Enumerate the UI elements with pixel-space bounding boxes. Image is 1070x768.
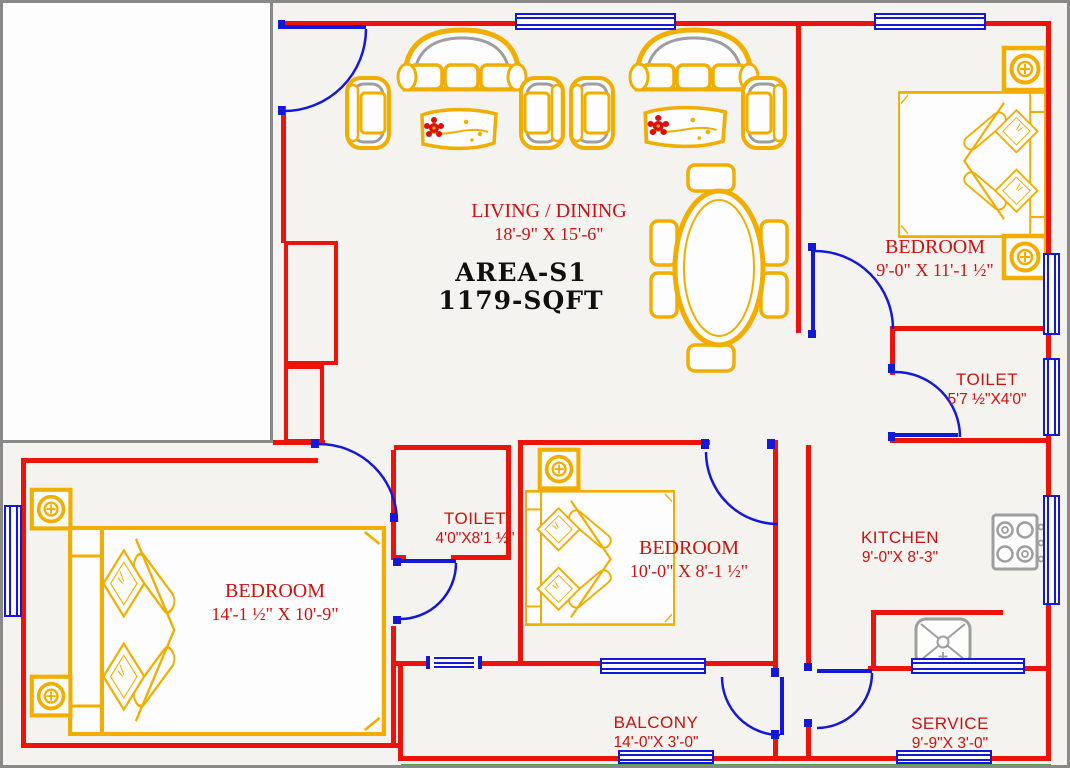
room-dims: 14'-0"X 3'-0" [613, 734, 699, 751]
room-name: BEDROOM [224, 580, 326, 602]
room-dims: 5'7 ½"X4'0" [947, 391, 1027, 408]
room-name: TOILET [955, 370, 1019, 389]
window [600, 658, 706, 674]
wall-segment [398, 661, 403, 761]
wall-segment [806, 445, 811, 671]
room-name: BALCONY [613, 713, 699, 732]
furniture-layer [3, 3, 1070, 768]
wall-segment [391, 450, 396, 560]
area-sqft: 1179-SQFT [438, 286, 604, 315]
room-label-kitchen: KITCHEN 9'-0"X 8'-3" [861, 527, 939, 567]
room-dims: 10'-0" X 8'-1 ½" [629, 561, 749, 581]
wall-segment [704, 661, 775, 666]
room-label-living-dining: LIVING / DINING 18'-9" X 15'-6" [471, 199, 627, 246]
window [1043, 495, 1060, 605]
wall-segment [773, 735, 778, 759]
room-dims: 4'0"X8'1 ½" [435, 530, 515, 547]
window [896, 750, 992, 764]
room-label-bedroom-2: BEDROOM 10'-0" X 8'-1 ½" [630, 536, 748, 583]
door-jambs [278, 20, 895, 739]
door-layer [278, 20, 962, 739]
wall-segment [21, 743, 398, 748]
room-name: TOILET [443, 509, 507, 528]
outside-area [3, 3, 273, 443]
window [1043, 358, 1060, 436]
wall-segment [871, 610, 876, 668]
room-name: BEDROOM [638, 537, 740, 559]
grass-strip [401, 764, 1051, 765]
window [515, 13, 676, 30]
room-dims: 9'-0"X 8'-3" [861, 549, 939, 566]
wall-segment [481, 661, 602, 666]
room-label-bedroom-1: BEDROOM 9'-0" X 11'-1 ½" [876, 235, 994, 282]
room-label-service: SERVICE 9'-9"X 3'-0" [911, 713, 989, 753]
wall-segment [21, 460, 26, 748]
room-name: LIVING / DINING [471, 200, 627, 222]
window [1043, 253, 1060, 335]
area-label: AREA-S1 1179-SQFT [438, 259, 603, 315]
wall-segment [518, 440, 710, 445]
door-leaves [284, 25, 958, 735]
wall-segment [451, 555, 511, 560]
wall-niche [284, 241, 338, 365]
room-dims: 14'-1 ½" X 10'-9" [211, 604, 339, 624]
wall-segment [506, 445, 511, 560]
wall-segment [890, 438, 1051, 443]
stove-icon [991, 513, 1045, 571]
area-name: AREA-S1 [455, 258, 587, 287]
wall-segment [394, 555, 406, 560]
wall-segment [1023, 666, 1051, 671]
wall-segment [391, 661, 431, 666]
wall-segment [394, 445, 511, 450]
wall-segment [773, 440, 778, 675]
door-swing-arcs [283, 28, 962, 737]
wall-segment [871, 610, 1003, 615]
window [911, 658, 1025, 674]
window [4, 505, 22, 617]
wall-segment [890, 326, 1051, 331]
wall-segment [518, 440, 523, 666]
room-dims: 9'-9"X 3'-0" [911, 735, 989, 752]
room-name: KITCHEN [860, 528, 940, 547]
room-name: BEDROOM [884, 236, 986, 258]
wall-segment [398, 756, 1051, 761]
room-dims: 9'-0" X 11'-1 ½" [876, 260, 994, 280]
wall-segment [273, 440, 325, 445]
room-label-toilet-1: TOILET 5'7 ½"X4'0" [948, 369, 1027, 409]
wall-segment [796, 21, 801, 333]
room-label-balcony: BALCONY 14'-0"X 3'-0" [614, 712, 699, 752]
wall-segment [868, 666, 915, 671]
room-dims: 18'-9" X 15'-6" [494, 224, 604, 244]
dining-table [649, 163, 789, 373]
sink-icon [914, 617, 972, 667]
room-label-bedroom-3: BEDROOM 14'-1 ½" X 10'-9" [211, 579, 338, 626]
wall-segment [391, 626, 396, 748]
window [618, 750, 714, 764]
wall-segment [890, 331, 895, 375]
window [874, 13, 986, 30]
wall-segment [21, 458, 318, 463]
wall-segment [281, 106, 286, 243]
room-label-toilet-2: TOILET 4'0"X8'1 ½" [436, 508, 515, 548]
louver-window [426, 656, 482, 669]
room-name: SERVICE [911, 714, 989, 733]
wall-segment [806, 726, 811, 759]
